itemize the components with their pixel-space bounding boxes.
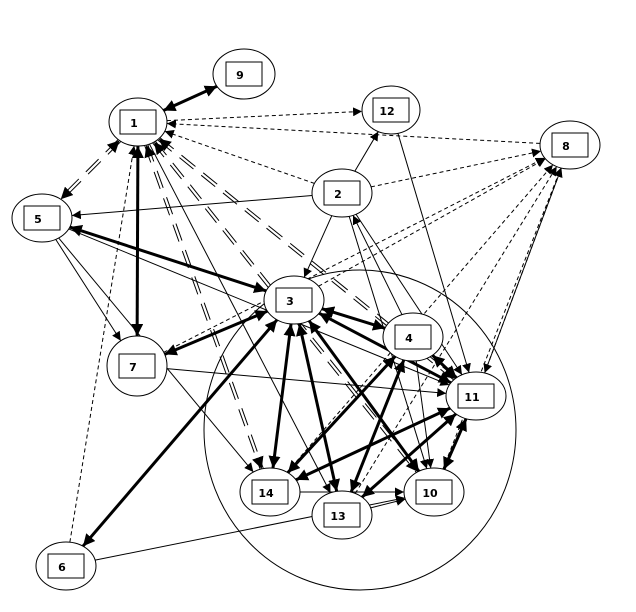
node-13[interactable]: 13 [311, 490, 373, 540]
edge-2-5 [71, 194, 313, 220]
node-label: 7 [129, 361, 137, 374]
edge-1-7 [131, 145, 144, 337]
edge-2-8 [370, 148, 542, 188]
node-label: 9 [236, 69, 244, 82]
edge-2-12 [354, 131, 379, 172]
edge-4-11 [431, 354, 458, 379]
node-label: 11 [464, 391, 479, 404]
node-label: 8 [562, 140, 570, 153]
node-label: 13 [330, 510, 345, 523]
edge-1-5 [59, 139, 121, 201]
node-5[interactable]: 5 [11, 193, 73, 243]
node-7[interactable]: 7 [106, 335, 168, 397]
node-3[interactable]: 3 [263, 275, 325, 325]
node-1[interactable]: 1 [108, 97, 168, 147]
node-label: 3 [286, 295, 294, 308]
edge-2-3 [303, 215, 333, 278]
edge-4-2 [352, 215, 403, 315]
node-box [275, 287, 313, 313]
node-box [457, 383, 495, 409]
edge-6-3 [81, 318, 279, 548]
node-label: 12 [379, 105, 394, 118]
node-box [225, 61, 263, 87]
node-box [47, 553, 85, 579]
node-9[interactable]: 9 [212, 48, 276, 100]
edge-13-4 [349, 359, 406, 493]
node-box [119, 109, 157, 135]
node-label: 14 [258, 487, 274, 500]
node-box [118, 353, 156, 379]
edge-3-8 [318, 158, 546, 287]
node-14[interactable]: 14 [239, 467, 301, 517]
node-box [251, 479, 289, 505]
node-box [372, 97, 410, 123]
edge-8-1 [166, 119, 541, 144]
edges-layer [55, 84, 563, 561]
node-box [551, 132, 589, 158]
node-2[interactable]: 2 [311, 168, 373, 218]
edge-12-11 [397, 133, 471, 373]
edge-6-1 [69, 145, 138, 543]
node-label: 10 [422, 487, 438, 500]
node-box [323, 502, 361, 528]
edge-8-11 [483, 167, 562, 374]
edge-10-8 [442, 167, 562, 470]
edge-11-10 [442, 418, 468, 470]
node-label: 4 [405, 332, 413, 345]
node-12[interactable]: 12 [361, 85, 421, 135]
node-11[interactable]: 11 [445, 371, 507, 421]
edge-13-10 [370, 496, 406, 509]
edge-1-12 [166, 107, 363, 122]
node-6[interactable]: 6 [35, 541, 97, 591]
node-box [415, 479, 453, 505]
node-box [323, 180, 361, 206]
node-label: 6 [58, 561, 66, 574]
edge-3-14 [268, 323, 296, 469]
node-label: 1 [130, 117, 138, 130]
edge-1-9 [162, 84, 218, 112]
edge-5-3 [69, 225, 267, 293]
node-label: 5 [34, 213, 42, 226]
edge-11-8 [484, 167, 563, 374]
edge-11-13 [361, 412, 457, 499]
node-box [23, 205, 61, 231]
node-label: 2 [334, 188, 342, 201]
node-10[interactable]: 10 [403, 467, 465, 517]
node-8[interactable]: 8 [539, 120, 601, 170]
node-box [394, 324, 432, 350]
node-4[interactable]: 4 [382, 312, 444, 362]
edge-2-1 [164, 130, 315, 184]
